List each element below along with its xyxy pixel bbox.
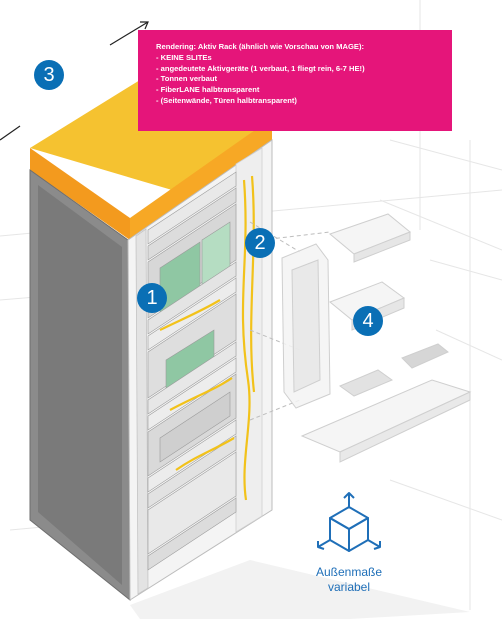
dimensions-label-line-1: Außenmaße bbox=[315, 565, 383, 579]
note-line: Rendering: Aktiv Rack (ähnlich wie Vorsc… bbox=[156, 42, 365, 51]
note-line: - KEINE SLITEs bbox=[156, 52, 212, 62]
note-line: - angedeutete Aktivgeräte (1 verbaut, 1 … bbox=[156, 63, 365, 73]
callout-badge-4: 4 bbox=[353, 306, 383, 336]
note-line: - FiberLANE halbtransparent bbox=[156, 85, 260, 95]
callout-badge-2: 2 bbox=[245, 228, 275, 258]
callout-badge-1: 1 bbox=[137, 283, 167, 313]
top-left-arrow bbox=[0, 21, 149, 141]
note-line: - Tonnen verbaut bbox=[156, 74, 218, 84]
note-line: - (Seitenwände, Türen halbtransparent) bbox=[156, 95, 297, 105]
rack-top-right-edge bbox=[130, 118, 272, 240]
dimensions-label-line-2: variabel bbox=[327, 580, 371, 594]
floor-shadow bbox=[130, 560, 470, 619]
cube-with-axes-icon bbox=[317, 492, 381, 552]
rack-top-front-edge bbox=[30, 148, 130, 240]
rack-devices bbox=[147, 171, 237, 571]
rendering-note: Rendering: Aktiv Rack (ähnlich wie Vorsc… bbox=[138, 30, 452, 131]
fiberlane-components bbox=[281, 213, 472, 463]
dimensions-label: Außenmaße variabel bbox=[300, 565, 398, 595]
callout-badge-3: 3 bbox=[34, 60, 64, 90]
